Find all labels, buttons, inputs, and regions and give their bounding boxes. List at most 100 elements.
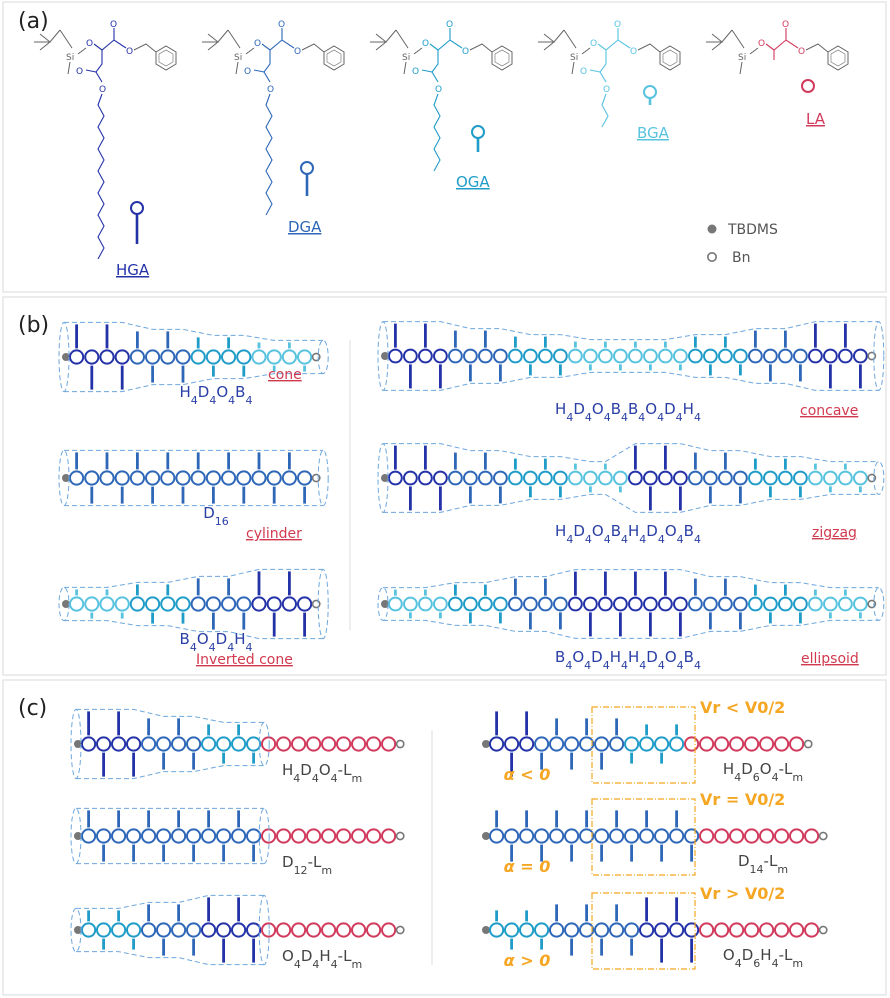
sidechain-o: O [76, 67, 83, 77]
sidechain-carbonyl [589, 69, 601, 73]
benzene-ring [827, 45, 849, 71]
monomer-H [658, 470, 673, 486]
monomer-D [523, 596, 538, 612]
lactide-unit [336, 736, 352, 752]
lactide-unit [351, 828, 367, 844]
monomer-H [598, 596, 613, 612]
monomer-D [489, 828, 505, 844]
monomer-D [564, 828, 580, 844]
envelope-left-cap [58, 449, 70, 507]
monomer-O [96, 922, 112, 938]
monomer-D [266, 470, 282, 486]
monomer-D [549, 922, 565, 938]
benzyl-linker [469, 43, 493, 53]
panel-b-label: (b) [18, 313, 49, 338]
formula-label: D12-Lm [282, 853, 332, 877]
monomer-B [853, 596, 868, 612]
monomer-symbol-circle [471, 125, 485, 139]
envelope-bottom [64, 620, 324, 640]
monomer-O [538, 470, 553, 486]
panel-a-label: (a) [18, 9, 49, 34]
lactide-unit [291, 828, 307, 844]
panel-a-frame [2, 1, 887, 293]
benzene-ring [323, 45, 345, 71]
monomer-O [216, 736, 232, 752]
monomer-D [519, 828, 535, 844]
lactide-unit [699, 736, 715, 752]
si-atom: Si [570, 53, 578, 63]
monomer-O [489, 922, 505, 938]
benzene-ring [491, 45, 513, 71]
backbone [261, 39, 295, 51]
formula-label: D16 [203, 504, 229, 528]
shape-label: cone [268, 367, 302, 383]
monomer-D [549, 828, 565, 844]
tbdms-end-circle [62, 353, 70, 361]
envelope-top [64, 321, 324, 341]
monomer-D [493, 470, 508, 486]
benzene-ring [659, 45, 681, 71]
monomer-D [624, 922, 640, 938]
formula-label: H4D4O4B4B4O4D4H4 [555, 400, 701, 424]
brush-c-left-2: O4D4H4-Lm [70, 894, 405, 971]
monomer-O [523, 470, 538, 486]
lactide-unit [276, 828, 292, 844]
carbonyl-o: O [278, 20, 285, 30]
alkyl-tail [265, 93, 273, 216]
monomer-D [141, 736, 157, 752]
bn-end-circle [803, 739, 813, 749]
alpha-label: α > 0 [504, 951, 551, 970]
alpha-label: α = 0 [504, 857, 551, 876]
tbutyl-group [202, 29, 229, 51]
lactide-unit [291, 922, 307, 938]
brush-b-left-1: D16 cylinder [58, 449, 329, 542]
monomer-H [489, 736, 505, 752]
monomer-D [84, 470, 100, 486]
sidechain-ester [431, 50, 439, 83]
tbdms-end-circle [74, 740, 82, 748]
envelope-top [383, 443, 879, 463]
monomer-H [583, 596, 598, 612]
lactide-unit [321, 922, 337, 938]
monomer-H [246, 922, 262, 938]
monomer-B [281, 349, 297, 365]
carbonyl-o: O [110, 20, 117, 30]
monomer-D [175, 349, 191, 365]
lactide-unit [699, 828, 715, 844]
shape-label: cylinder [246, 526, 302, 542]
monomer-D [504, 828, 520, 844]
monomer-H [433, 348, 448, 364]
monomer-H [388, 470, 403, 486]
lactide-unit [774, 828, 790, 844]
monomer-O [718, 348, 733, 364]
sidechain-o: O [412, 67, 419, 77]
monomer-H [568, 596, 583, 612]
lactide-unit [759, 736, 775, 752]
monomer-B [433, 596, 448, 612]
ester-o: O [126, 47, 133, 57]
bn-end-circle [395, 739, 405, 749]
middle-block-box [591, 892, 696, 970]
monomer-D [763, 348, 778, 364]
monomer-H [388, 348, 403, 364]
envelope-right-cap [873, 461, 885, 495]
tbdms-end-circle [482, 832, 490, 840]
monomer-D [190, 470, 206, 486]
monomer-D [145, 349, 161, 365]
monomer-B [297, 349, 313, 365]
monomer-D [718, 596, 733, 612]
monomer-O [231, 736, 247, 752]
legend-tbdms-text: TBDMS [727, 222, 778, 238]
tbutyl-group [706, 29, 733, 51]
tbutyl-group [370, 29, 397, 51]
monomer-D [236, 470, 252, 486]
ester-o: O [294, 47, 301, 57]
monomer-H [654, 922, 670, 938]
monomer-O [669, 736, 685, 752]
alpha-label: α < 0 [504, 765, 551, 784]
monomer-H [639, 922, 655, 938]
